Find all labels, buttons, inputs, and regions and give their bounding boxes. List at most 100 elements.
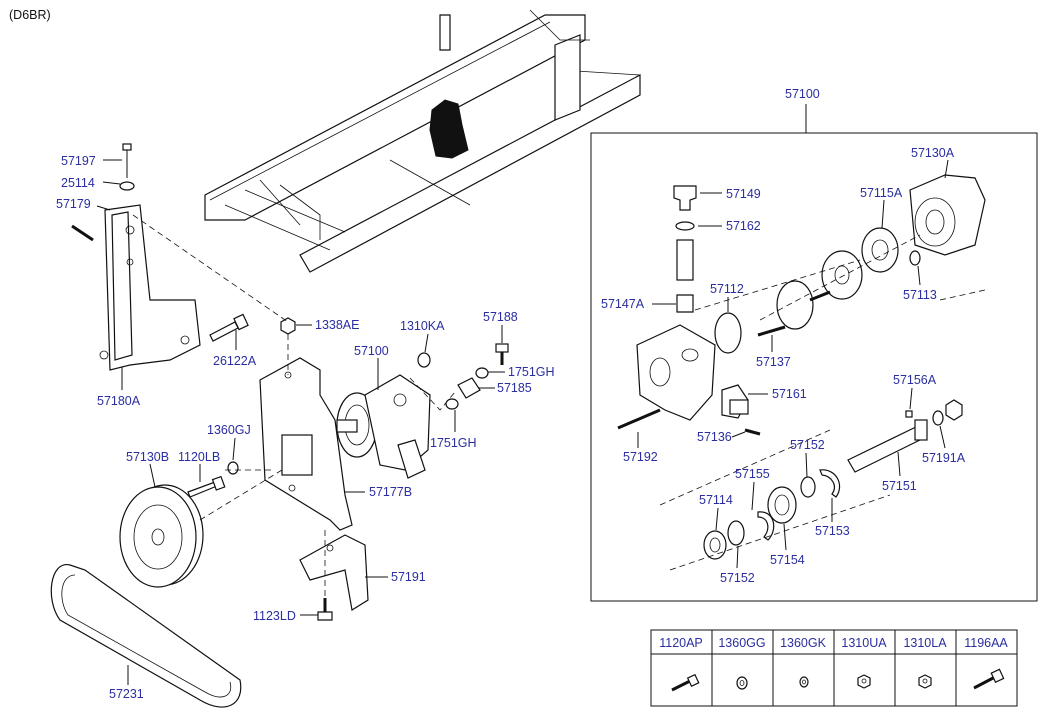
nut-1310ka — [417, 352, 431, 368]
legend-header-2: 1360GG — [718, 636, 765, 650]
bolt-57192 — [617, 408, 661, 430]
washer-1360gj — [227, 461, 239, 475]
valve-57147a — [676, 239, 694, 313]
callout-57180a: 57180A — [97, 394, 141, 408]
chassis-frame — [204, 9, 641, 273]
callout-57188: 57188 — [483, 310, 518, 324]
legend-header-6: 1196AA — [964, 636, 1008, 650]
engine-code-label: (D6BR) — [9, 8, 51, 22]
seal-57114 — [703, 530, 727, 560]
callout-57191: 57191 — [391, 570, 426, 584]
callout-57130b: 57130B — [126, 450, 169, 464]
callout-57156a: 57156A — [893, 373, 937, 387]
pump-assembly-57100 — [336, 374, 431, 479]
callout-57115a: 57115A — [860, 186, 903, 200]
bolt-57179 — [71, 224, 94, 242]
callout-57177b: 57177B — [369, 485, 412, 499]
callout-57149: 57149 — [726, 187, 761, 201]
callout-57231: 57231 — [109, 687, 144, 701]
snap-ring-57153 — [819, 469, 841, 498]
washer-icon — [799, 676, 809, 688]
callout-57179: 57179 — [56, 197, 91, 211]
callout-57152-a: 57152 — [790, 438, 825, 452]
legend-header-5: 1310LA — [903, 636, 947, 650]
callout-57147a: 57147A — [601, 297, 645, 311]
callout-57112: 57112 — [710, 282, 744, 296]
housing-57130a — [909, 174, 986, 256]
bolt-icon — [973, 668, 1005, 690]
callout-26122a: 26122A — [213, 354, 257, 368]
plug-57149 — [673, 185, 697, 211]
bolt-57197 — [122, 143, 132, 178]
o-ring-57162 — [675, 221, 695, 231]
gasket-57112 — [714, 312, 742, 354]
rotor — [821, 250, 863, 300]
fitting-57185 — [457, 377, 481, 399]
ring-57152-b — [727, 520, 745, 546]
washer-1751gh-a — [475, 367, 489, 379]
callout-57114: 57114 — [699, 493, 733, 507]
bracket-57191 — [299, 534, 369, 611]
callout-57192: 57192 — [623, 450, 658, 464]
washer-1751gh-b — [445, 398, 459, 410]
nut-1338ae — [280, 317, 296, 335]
callout-57113: 57113 — [903, 288, 937, 302]
bracket-57180a — [99, 204, 201, 371]
snap-ring-57155 — [757, 511, 775, 541]
callout-57153: 57153 — [815, 524, 850, 538]
connector-57161 — [721, 384, 749, 419]
callout-25114: 25114 — [61, 176, 95, 190]
callout-57161: 57161 — [772, 387, 807, 401]
washer-57191a — [932, 410, 944, 426]
callout-57191a: 57191A — [922, 451, 966, 465]
pump-location-marker — [429, 99, 469, 159]
callout-57155: 57155 — [735, 467, 770, 481]
callout-57136: 57136 — [697, 430, 732, 444]
nut-icon — [857, 674, 871, 689]
legend-table: 1120AP 1360GG 1360GK 1310UA 1310LA 1196A… — [650, 629, 1018, 707]
callout-1751gh-b: 1751GH — [430, 436, 477, 450]
pump-body — [636, 324, 716, 421]
nut-icon — [918, 674, 932, 689]
bolt-57188 — [495, 343, 509, 365]
callout-57137: 57137 — [756, 355, 791, 369]
shaft-57151 — [847, 419, 928, 473]
ring-57152-a — [800, 476, 816, 498]
washer-25114 — [119, 181, 135, 191]
o-ring-57113 — [909, 250, 921, 266]
screw-57136 — [744, 428, 761, 436]
bolt-icon — [671, 673, 700, 692]
side-plate — [776, 280, 831, 330]
callout-57100-top: 57100 — [785, 87, 820, 101]
leader-lines — [96, 159, 949, 685]
bracket-57177b — [259, 357, 353, 531]
callout-1310ka: 1310KA — [400, 319, 445, 333]
callout-57154: 57154 — [770, 553, 805, 567]
bolt-1120lb — [187, 475, 226, 498]
callout-1120lb: 1120LB — [178, 450, 220, 464]
callout-1123ld: 1123LD — [253, 609, 296, 623]
cam-ring-57115a — [861, 227, 899, 273]
callout-1360gj: 1360GJ — [207, 423, 251, 437]
key-57156a — [905, 410, 913, 418]
callout-1338ae: 1338AE — [315, 318, 359, 332]
callout-57130a: 57130A — [911, 146, 955, 160]
callout-57100-mid: 57100 — [354, 344, 389, 358]
legend-header-4: 1310UA — [841, 636, 887, 650]
legend-header-3: 1360GK — [780, 636, 827, 650]
bearing-57154 — [767, 486, 797, 524]
exploded-view-box — [590, 132, 1038, 602]
callout-57162: 57162 — [726, 219, 761, 233]
nut — [945, 399, 963, 421]
washer-icon — [736, 676, 748, 690]
callout-57152-b: 57152 — [720, 571, 755, 585]
bolt-1123ld — [317, 598, 333, 621]
callout-1751gh-a: 1751GH — [508, 365, 555, 379]
legend-header-1: 1120AP — [659, 636, 703, 650]
callout-57185: 57185 — [497, 381, 532, 395]
belt-57231 — [50, 564, 242, 708]
screw-57137 — [757, 325, 786, 337]
pulley-57130b — [119, 484, 204, 588]
